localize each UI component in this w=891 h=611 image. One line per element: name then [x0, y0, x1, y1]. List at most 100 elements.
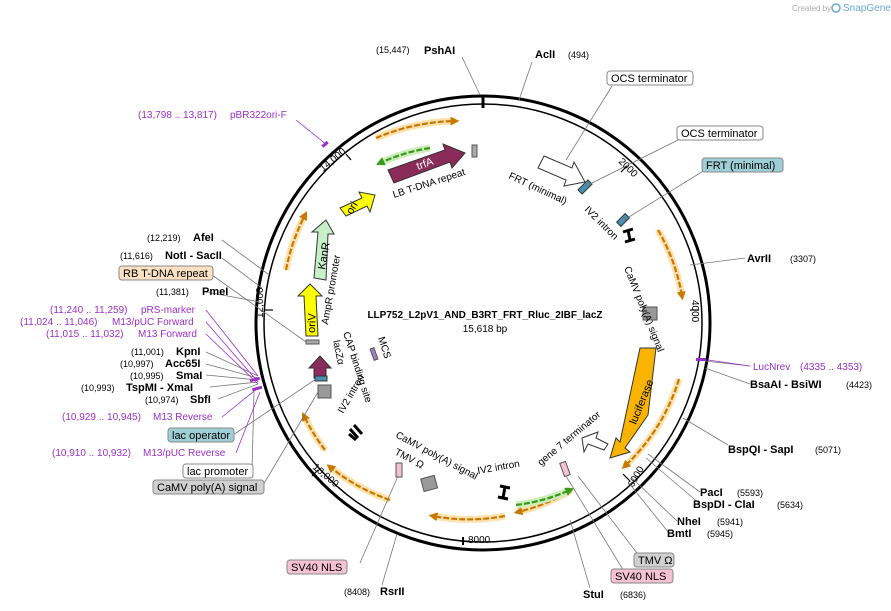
enzyme-name[interactable]: NheI	[677, 516, 701, 528]
enzyme-name[interactable]: NotI - SacII	[165, 250, 222, 262]
box-tmv-omega[interactable]	[633, 552, 675, 568]
leader-line	[221, 239, 269, 275]
enzyme-name[interactable]: StuI	[583, 589, 604, 601]
leader-line	[217, 383, 259, 400]
ori-label: ori	[344, 200, 361, 217]
enzyme-name[interactable]: PmeI	[202, 286, 228, 298]
luciferase-arrow[interactable]	[609, 347, 657, 459]
box-rb-repeat[interactable]	[118, 265, 214, 281]
enzyme-pos: (5634)	[777, 500, 803, 510]
frt-marker[interactable]	[577, 179, 593, 195]
primer-name[interactable]: LucNrev	[753, 362, 790, 373]
small-features	[305, 144, 658, 501]
camv-polya-box[interactable]	[317, 384, 332, 399]
enzyme-pos: (4423)	[846, 380, 872, 390]
trfa-label: trfA	[415, 155, 436, 172]
enzyme-name[interactable]: BspQI - SapI	[728, 444, 793, 456]
kanr-arrow[interactable]	[310, 219, 335, 281]
box-sv40-nls[interactable]	[610, 568, 674, 584]
enzyme-name[interactable]: RsrII	[380, 586, 404, 598]
oriv-arrow[interactable]	[296, 283, 324, 337]
box-frt-minimal[interactable]	[701, 157, 784, 173]
lac-operator-marker[interactable]	[314, 375, 328, 382]
ocs-terminator-arrow[interactable]	[537, 155, 586, 187]
orf-arc	[284, 211, 308, 271]
enzyme-name[interactable]: AfeI	[193, 232, 214, 244]
enzyme-name[interactable]: BmtI	[667, 528, 691, 540]
primer-range: (4335 .. 4353)	[800, 362, 862, 373]
primer-name[interactable]: pRS-marker	[141, 305, 196, 316]
box-ocs-terminator[interactable]	[676, 125, 764, 141]
camv-polya-box[interactable]	[642, 306, 658, 321]
snapgene-brand: Created by SnapGene	[792, 3, 891, 14]
primer-range: (10,929 .. 10,945)	[62, 412, 141, 423]
box-camv-polya[interactable]	[152, 479, 265, 495]
leader-line	[211, 274, 307, 343]
leader-line	[205, 291, 261, 303]
box-lac-operator[interactable]	[167, 427, 235, 443]
lacz-alpha-arrow[interactable]	[307, 355, 333, 379]
kanr-label: KanR	[316, 241, 333, 270]
enzyme-name[interactable]: SbfI	[190, 394, 211, 406]
tick-12000: 12,000	[255, 287, 266, 318]
feature-arrows: trfA ori KanR oriV luciferase	[296, 143, 657, 459]
enzyme-pos: (11,001)	[131, 347, 164, 357]
box-camv-polya-label: CaMV poly(A) signal	[157, 482, 257, 494]
mcs-marker[interactable]	[369, 347, 379, 361]
enzyme-name[interactable]: KpnI	[176, 346, 200, 358]
enzyme-name[interactable]: AvrII	[747, 253, 771, 265]
enzyme-name[interactable]: SmaI	[176, 370, 202, 382]
inner-label-mcs: MCS	[375, 336, 392, 361]
enzyme-pos: (10,974)	[145, 395, 179, 405]
enzyme-pos: (15,447)	[376, 45, 410, 55]
primer-name[interactable]: M13/pUC Forward	[112, 317, 194, 328]
orf-arc	[375, 116, 460, 140]
enzyme-name[interactable]: TspMI - XmaI	[126, 382, 193, 394]
enzyme-name[interactable]: PacI	[700, 487, 723, 499]
leader-line	[518, 61, 533, 101]
iv2-intron-marker[interactable]	[348, 424, 364, 442]
leader-line	[221, 387, 259, 418]
lb-repeat-marker[interactable]	[471, 144, 478, 158]
primer-mark[interactable]	[696, 358, 706, 361]
leader-line	[209, 381, 259, 388]
camv-polya-box[interactable]	[420, 474, 439, 493]
primer-name[interactable]: M13/pUC Reverse	[143, 448, 226, 459]
leader-line	[704, 367, 751, 385]
leader-line	[585, 138, 681, 187]
primer-mark[interactable]	[321, 140, 329, 148]
box-sv40-nls-label: SV40 NLS	[615, 571, 666, 583]
primer-name[interactable]: M13 Reverse	[153, 412, 213, 423]
trfa-arrow[interactable]	[387, 143, 466, 184]
sv40-nls-marker[interactable]	[559, 460, 571, 478]
iv2-intron-marker[interactable]	[497, 484, 511, 501]
ori-arrow[interactable]	[339, 191, 376, 217]
leader-line	[569, 519, 591, 589]
primer-mark[interactable]	[251, 385, 263, 392]
enzyme-pos: (11,616)	[120, 251, 153, 261]
box-ocs-terminator[interactable]	[606, 70, 694, 86]
enzyme-name[interactable]: Acc65I	[165, 358, 200, 370]
box-sv40-nls[interactable]	[286, 559, 348, 575]
brand-created-by: Created by	[792, 4, 831, 13]
enzyme-pos: (8408)	[344, 587, 370, 597]
orf-arc-green	[515, 487, 575, 507]
enzyme-pos: (6836)	[620, 590, 646, 600]
rb-repeat-marker[interactable]	[305, 339, 320, 345]
primer-name[interactable]: M13 Forward	[138, 329, 197, 340]
frt-marker[interactable]	[615, 212, 631, 228]
orf-arc	[327, 464, 392, 504]
enzyme-name[interactable]: AclI	[535, 49, 555, 61]
enzyme-name[interactable]: BsaAI - BsiWI	[750, 379, 822, 391]
leader-line	[565, 85, 613, 161]
orf-arc	[301, 412, 326, 451]
primer-mark[interactable]	[249, 376, 261, 383]
box-lac-promoter[interactable]	[182, 463, 254, 479]
enzyme-name[interactable]: BspDI - ClaI	[693, 499, 755, 511]
primer-name[interactable]: pBR322ori-F	[230, 110, 287, 121]
sv40-nls-marker[interactable]	[395, 462, 403, 478]
orf-arc	[657, 229, 686, 301]
iv2-intron-marker[interactable]	[622, 227, 636, 244]
enzyme-name[interactable]: PshAI	[424, 45, 455, 57]
gene7-terminator-arrow[interactable]	[581, 431, 609, 454]
